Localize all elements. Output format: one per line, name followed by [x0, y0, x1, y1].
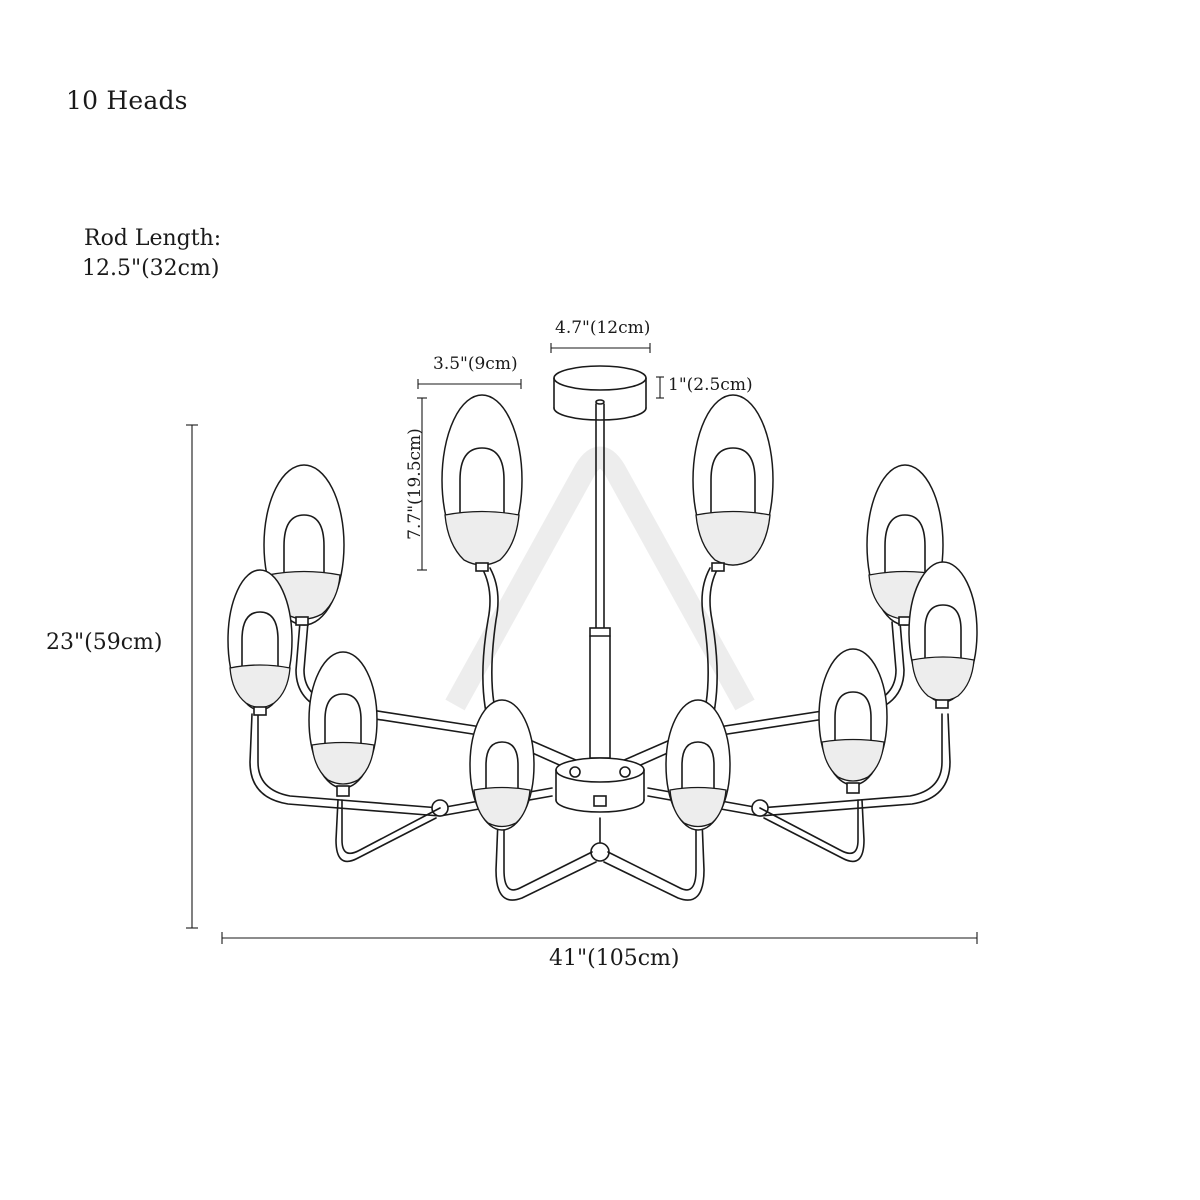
shade-mid-left	[308, 651, 378, 797]
overall-width-label: 41"(105cm)	[549, 946, 680, 971]
shade-top-left	[441, 394, 523, 572]
canopy-height-label: 1"(2.5cm)	[668, 375, 753, 395]
shade-front-right	[665, 699, 731, 831]
shade-top-right	[692, 394, 774, 572]
shade-far-left	[227, 569, 293, 716]
page-title: 10 Heads	[66, 86, 188, 115]
shade-height-label: 7.7"(19.5cm)	[405, 428, 425, 540]
rod-length-label: Rod Length:	[84, 226, 222, 251]
watermark-logo	[445, 446, 755, 711]
shade-mid-right	[818, 648, 888, 794]
overall-height-label: 23"(59cm)	[46, 630, 163, 655]
rod-length-value: 12.5"(32cm)	[82, 256, 220, 281]
canopy-diameter-label: 4.7"(12cm)	[555, 318, 651, 338]
downrod	[589, 403, 611, 759]
canopy	[553, 365, 647, 421]
dimension-lines	[186, 343, 978, 944]
shade-width-label: 3.5"(9cm)	[433, 354, 518, 374]
center-hub	[555, 757, 645, 813]
shade-far-right	[908, 561, 978, 709]
shade-front-left	[469, 699, 535, 831]
